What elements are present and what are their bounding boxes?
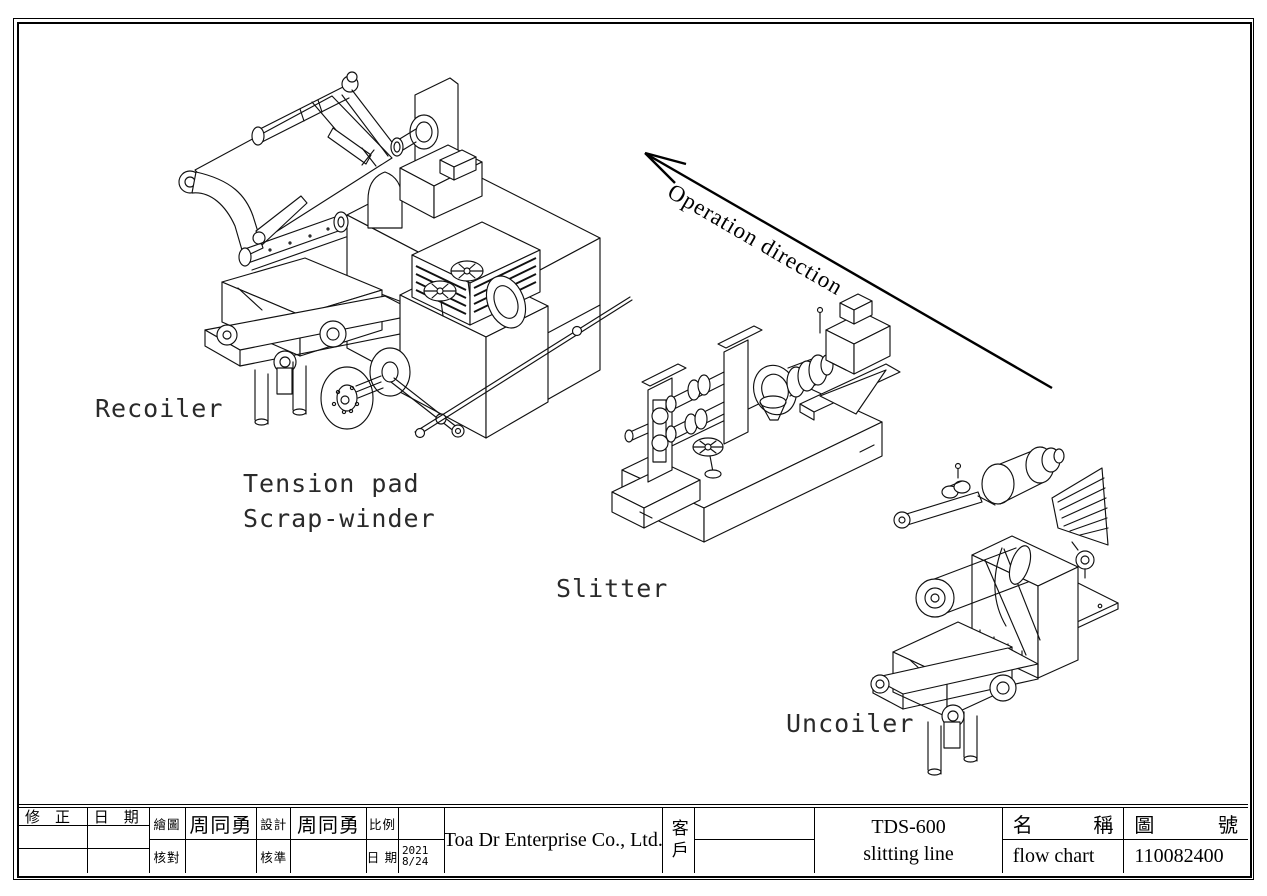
revision-row-2 bbox=[19, 849, 87, 873]
company-name: Toa Dr Enterprise Co., Ltd. bbox=[444, 829, 662, 851]
slitter-label: Slitter bbox=[556, 574, 668, 603]
name-value: flow chart bbox=[1012, 844, 1095, 867]
scale-date-labels: 比例 日 期 bbox=[366, 808, 399, 873]
scale-value bbox=[398, 808, 444, 841]
company-column: Toa Dr Enterprise Co., Ltd. bbox=[445, 808, 663, 873]
design-approve-values: 周同勇 bbox=[291, 808, 367, 873]
drawn-label: 繪圖 bbox=[149, 808, 185, 841]
sheet-outer-border bbox=[13, 18, 1254, 880]
product-name: TDS-600 slitting line bbox=[815, 808, 1001, 873]
customer-value-bottom bbox=[695, 840, 815, 872]
drawing-number: 110082400 bbox=[1134, 844, 1224, 867]
operation-direction-label: Operation direction bbox=[663, 179, 847, 300]
number-header: 圖 號 bbox=[1124, 808, 1248, 841]
drawn-checked-labels: 繪圖 核對 bbox=[149, 808, 186, 873]
name-header-right: 稱 bbox=[1093, 815, 1114, 838]
number-header-left: 圖 bbox=[1134, 815, 1155, 838]
number-column: 圖 號 110082400 bbox=[1124, 808, 1248, 873]
revision-header: 修 正 bbox=[19, 808, 87, 826]
operation-direction-arrow bbox=[644, 151, 1053, 390]
product-line1: TDS-600 bbox=[871, 815, 946, 838]
design-approve-labels: 設計 核準 bbox=[257, 808, 292, 873]
machine-line-drawing: Operation direction Recoiler Tension pad… bbox=[95, 71, 1119, 776]
uncoiler-label: Uncoiler bbox=[786, 709, 914, 738]
rev-date-column: 日 期 bbox=[87, 808, 150, 873]
customer-value-top bbox=[694, 808, 815, 841]
slitter-drawing bbox=[611, 293, 901, 543]
approved-label: 核準 bbox=[260, 850, 288, 865]
name-header-left: 名 bbox=[1012, 815, 1033, 838]
scale-date-values: 2021 8/24 bbox=[398, 808, 445, 873]
recoiler-label: Recoiler bbox=[95, 394, 223, 423]
checked-label: 核對 bbox=[153, 850, 181, 865]
product-column: TDS-600 slitting line bbox=[815, 808, 1003, 873]
date-value: 2021 8/24 bbox=[401, 844, 429, 869]
name-column: 名 稱 flow chart bbox=[1002, 808, 1125, 873]
customer-label: 客戶 bbox=[668, 818, 688, 863]
revision-column: 修 正 bbox=[19, 808, 88, 873]
title-block: 修 正 日 期 繪圖 核對 周同勇 設計 核準 周同勇 比例 日 期 bbox=[19, 804, 1248, 873]
revision-row-1 bbox=[19, 826, 87, 850]
sheet-inner-border bbox=[17, 22, 1252, 878]
recoiler-drawing bbox=[178, 71, 633, 439]
rev-date-header: 日 期 bbox=[87, 808, 149, 826]
drawn-checked-values: 周同勇 bbox=[185, 808, 258, 873]
scale-label: 比例 bbox=[366, 808, 398, 841]
scrap-winder-label: Scrap-winder bbox=[243, 504, 436, 533]
checked-by-value bbox=[186, 840, 257, 872]
rev-date-row-1 bbox=[87, 826, 149, 850]
uncoiler-drawing bbox=[870, 446, 1119, 776]
design-label: 設計 bbox=[257, 808, 291, 841]
rev-date-row-2 bbox=[88, 849, 149, 873]
customer-value-column bbox=[694, 808, 816, 873]
designed-by-value: 周同勇 bbox=[291, 808, 366, 841]
name-header: 名 稱 bbox=[1002, 808, 1124, 841]
drawn-by-value: 周同勇 bbox=[185, 808, 257, 841]
date-label: 日 期 bbox=[366, 850, 398, 865]
approved-by-value bbox=[291, 840, 366, 872]
number-header-right: 號 bbox=[1217, 815, 1238, 838]
tension-pad-label: Tension pad bbox=[243, 469, 420, 498]
customer-label-column: 客戶 bbox=[663, 808, 695, 873]
product-line2: slitting line bbox=[863, 842, 954, 865]
